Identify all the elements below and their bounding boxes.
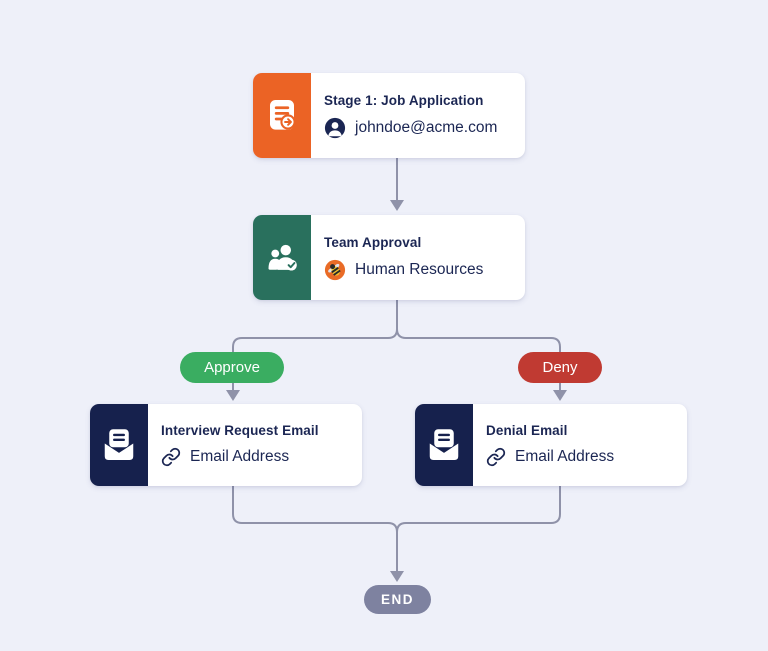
arrowhead-icon [553,390,567,401]
node-title: Stage 1: Job Application [324,92,484,108]
workflow-node-stage1[interactable]: Stage 1: Job Application johndoe@acme.co… [253,73,525,158]
email-envelope-icon [90,404,148,486]
node-title: Interview Request Email [161,423,319,438]
people-check-icon [253,215,311,300]
node-subtext: Email Address [515,448,615,465]
workflow-node-interview-request-email[interactable]: Interview Request Email Email Address [90,404,362,486]
link-icon [486,447,506,467]
person-avatar-icon [324,117,346,139]
workflow-node-team-approval[interactable]: Team Approval Hu [253,215,525,300]
node-title: Team Approval [324,234,422,250]
end-node-label: END [380,592,414,607]
node-subtext: johndoe@acme.com [355,118,498,136]
branch-label-approve[interactable]: Approve [180,352,284,383]
bee-avatar-icon [324,259,346,281]
branch-label-deny[interactable]: Deny [518,352,602,383]
node-title: Denial Email [486,423,568,438]
email-envelope-icon [415,404,473,486]
arrowhead-icon [390,571,404,582]
end-node[interactable]: END [364,585,431,614]
form-document-icon [253,73,311,158]
node-subtext: Email Address [190,448,290,465]
branch-label-text: Deny [542,359,578,376]
arrowhead-icon [226,390,240,401]
branch-label-text: Approve [204,359,260,376]
link-icon [161,447,181,467]
node-subtext: Human Resources [355,260,484,278]
arrowhead-icon [390,200,404,211]
workflow-node-denial-email[interactable]: Denial Email Email Address [415,404,687,486]
